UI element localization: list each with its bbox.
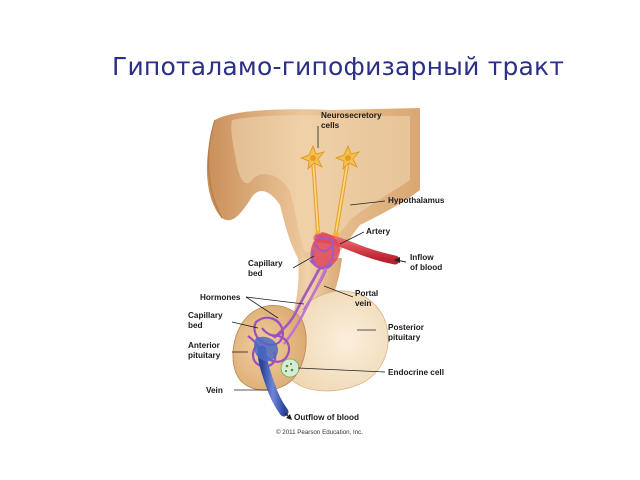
label-anterior-pituitary: Anterior [188, 341, 221, 350]
outflow-arrow [284, 412, 292, 420]
label-portal-vein-2: vein [355, 299, 371, 308]
label-hormones: Hormones [200, 293, 241, 302]
label-inflow-of-blood-2: of blood [410, 263, 442, 272]
label-artery: Artery [366, 227, 391, 236]
neuron-body-right [334, 144, 361, 171]
slide-title: Гипоталамо-гипофизарный тракт [112, 52, 565, 81]
axon-terminal [333, 231, 339, 237]
label-neurosecretory-cells: Neurosecretory [321, 111, 382, 120]
leader-lines [231, 126, 386, 391]
label-portal-vein: Portal [355, 289, 378, 298]
label-inflow-of-blood: Inflow [410, 253, 434, 262]
label-anterior-pituitary-2: pituitary [188, 351, 221, 360]
portal-vessels [273, 267, 328, 345]
label-posterior-pituitary-2: pituitary [388, 333, 421, 342]
neurosecretory-cells [299, 144, 361, 237]
label-endocrine-cell: Endocrine cell [388, 368, 444, 377]
label-capillary-bed-upper: Capillary [248, 259, 283, 268]
label-posterior-pituitary: Posterior [388, 323, 425, 332]
label-capillary-bed-upper-2: bed [248, 269, 263, 278]
label-neurosecretory-cells-2: cells [321, 121, 340, 130]
endocrine-cell [280, 358, 300, 378]
vein [254, 336, 289, 417]
label-outflow-of-blood: Outflow of blood [294, 413, 359, 422]
copyright-text: © 2011 Pearson Education, Inc. [276, 429, 363, 436]
label-capillary-bed-lower-2: bed [188, 321, 203, 330]
label-vein: Vein [206, 386, 223, 395]
label-capillary-bed-lower: Capillary [188, 311, 223, 320]
label-hypothalamus: Hypothalamus [388, 196, 445, 205]
inflow-arrow [394, 257, 407, 263]
neuron-body-left [299, 144, 326, 171]
